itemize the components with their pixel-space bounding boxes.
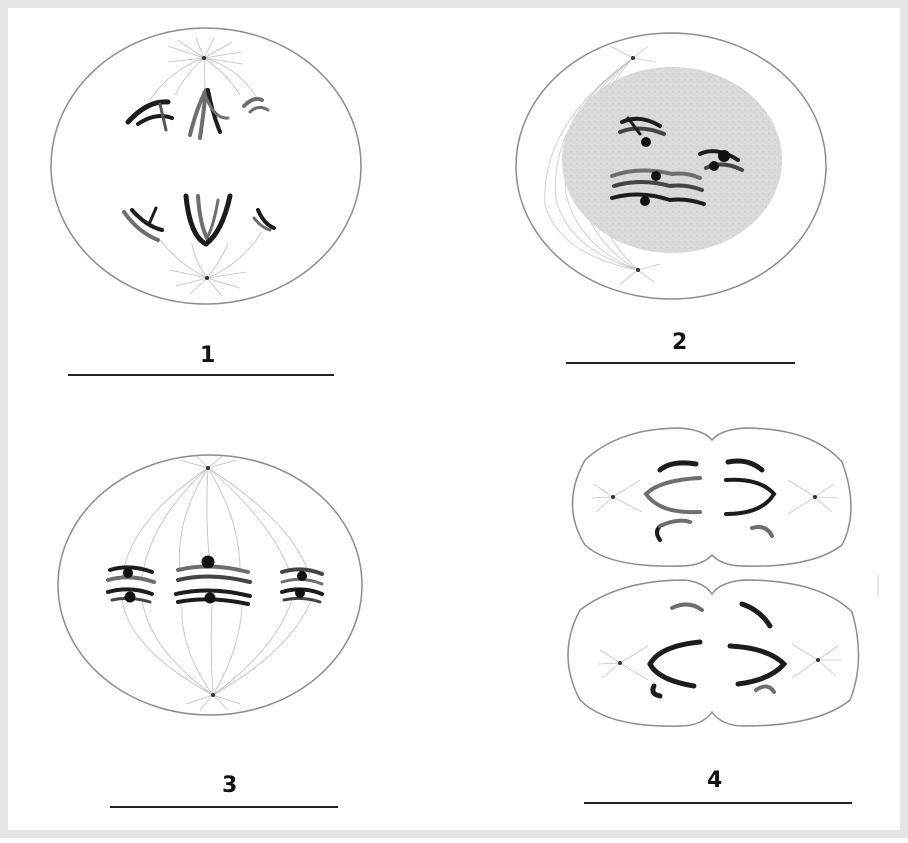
panel-2-label: 2 <box>672 330 687 355</box>
centrosome-3-bottom <box>211 693 215 697</box>
panel-4-label: 4 <box>707 768 722 793</box>
centrosome-2-top <box>631 56 635 60</box>
panel-3-label: 3 <box>222 773 237 798</box>
panel-1: 1 <box>51 28 361 375</box>
cell-1-membrane <box>51 28 361 304</box>
daughter-cell-bottom <box>568 580 859 726</box>
panel-2: 2 <box>516 33 826 363</box>
centrosome-1-top <box>202 56 206 60</box>
panel-1-label: 1 <box>200 343 215 368</box>
centrosome-1-bottom <box>205 276 209 280</box>
panel-3: 3 <box>58 455 362 807</box>
cell-3-membrane <box>58 455 362 715</box>
centrosome-3-top <box>206 466 210 470</box>
nucleus-2 <box>562 67 782 253</box>
centrosome-2-bottom <box>636 268 640 272</box>
panel-4: 4 <box>568 428 878 803</box>
